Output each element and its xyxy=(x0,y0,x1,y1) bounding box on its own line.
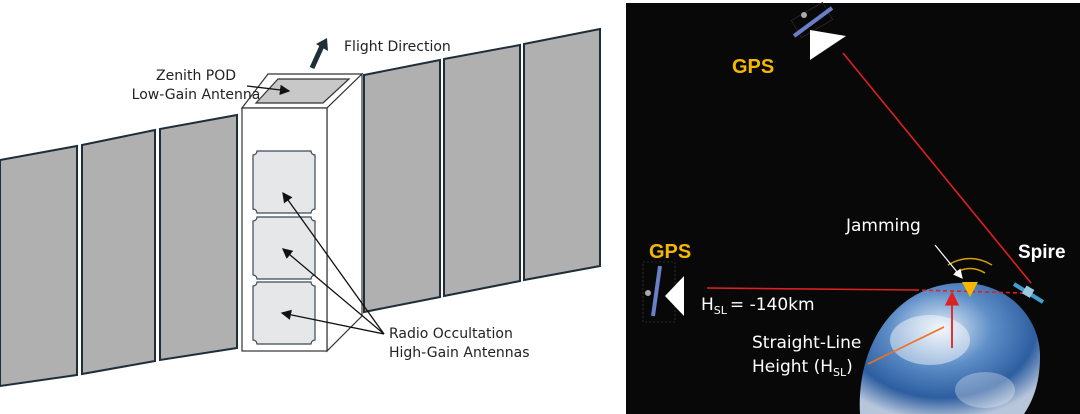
solar-panel xyxy=(363,58,441,314)
gps-satellite-top xyxy=(791,1,846,60)
zenith-antenna xyxy=(254,78,351,104)
signal-path-bottom xyxy=(706,287,916,291)
signal-path-top xyxy=(842,52,1032,284)
zenith-label-line2: Low-Gain Antenna xyxy=(132,87,261,103)
jamming-source-icon xyxy=(962,282,978,297)
ro-pointer-arrow xyxy=(280,309,385,335)
gps-satellite-bottom xyxy=(642,261,684,323)
ro-label-line2: High-Gain Antennas xyxy=(389,345,530,361)
hsl-pointer xyxy=(867,326,945,365)
solar-panel xyxy=(443,43,521,298)
ro-antenna xyxy=(252,150,316,214)
right-solar-array xyxy=(363,27,601,314)
flight-direction-arrowhead xyxy=(316,38,328,51)
occultation-scene: GPS GPS Spire Jamming HSL= -140km Straig… xyxy=(626,1,1080,414)
zenith-label-line1: Zenith POD xyxy=(156,68,236,84)
solar-panel xyxy=(159,113,238,362)
ro-label-line1: Radio Occultation xyxy=(389,326,513,342)
spacecraft-illustration: Flight Direction Zenith POD Low-Gain Ant… xyxy=(0,27,601,388)
spacecraft-bus xyxy=(240,72,364,353)
signal-cone-icon xyxy=(665,276,684,316)
gps-label-top: GPS xyxy=(732,56,774,78)
jamming-pointer-arrow xyxy=(934,244,963,279)
flight-direction-arrow xyxy=(309,44,325,70)
solar-panel xyxy=(523,27,601,282)
solar-panel xyxy=(0,144,78,388)
hsl-value-label: HSL= -140km xyxy=(701,295,815,317)
ro-pointer-arrow xyxy=(282,248,385,335)
signal-cone-icon xyxy=(810,30,846,60)
spire-satellite xyxy=(1012,282,1045,304)
spire-label: Spire xyxy=(1018,242,1066,263)
jamming-wave xyxy=(947,257,993,266)
straight-line-label-line1: Straight-Line xyxy=(752,333,861,353)
earth-image xyxy=(859,282,1040,414)
left-solar-array xyxy=(0,113,238,388)
ro-pointer-arrow xyxy=(282,191,385,335)
flight-direction-label: Flight Direction xyxy=(344,39,451,55)
solar-panel xyxy=(81,128,156,376)
jamming-label: Jamming xyxy=(845,216,921,236)
zenith-pointer-arrow xyxy=(246,84,291,96)
straight-line-label-line2: Height (HSL) xyxy=(752,357,853,379)
ro-antenna xyxy=(252,216,316,280)
gps-label-bottom: GPS xyxy=(649,241,691,263)
